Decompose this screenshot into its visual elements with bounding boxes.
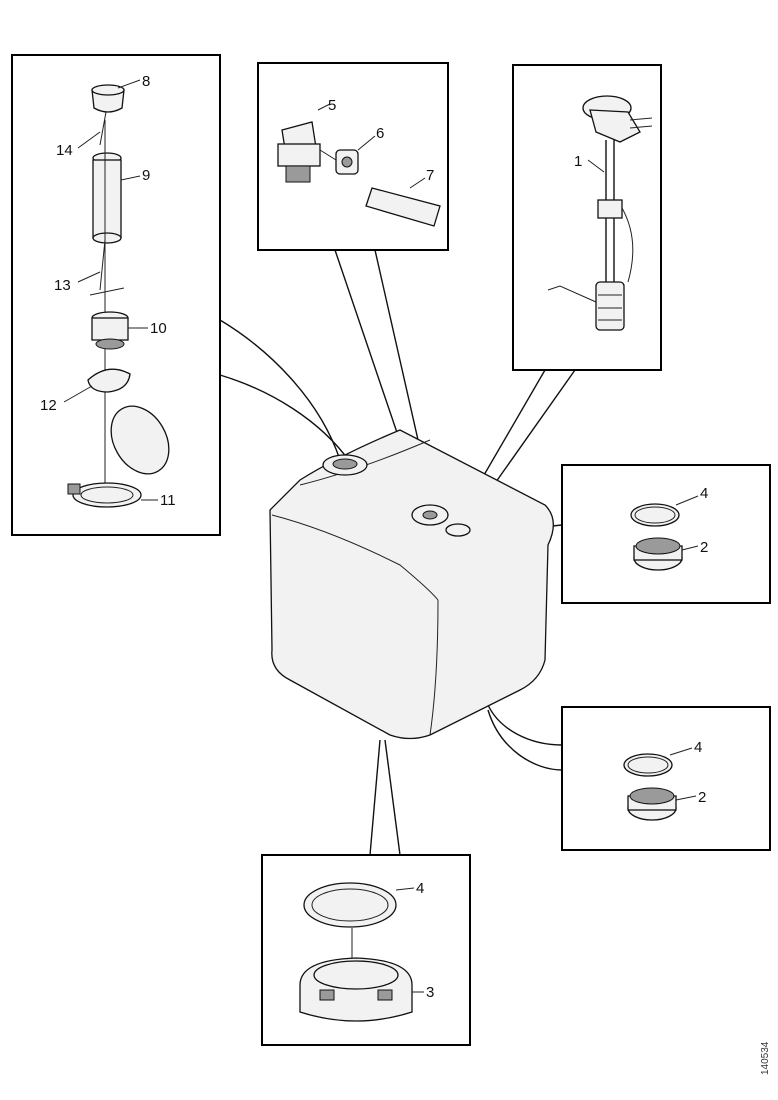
callout-10: 10 — [150, 320, 167, 337]
detail-box-vent: 5 6 7 — [257, 62, 449, 251]
callout-4a: 4 — [700, 485, 708, 502]
callout-2a: 2 — [700, 539, 708, 556]
callout-6: 6 — [376, 125, 384, 142]
callout-9: 9 — [142, 167, 150, 184]
vent-opening — [445, 523, 471, 537]
callout-5: 5 — [328, 97, 336, 114]
large-o-ring-part — [303, 882, 397, 928]
detail-box-cover: 4 3 — [261, 854, 471, 1046]
detail-box-sender: 1 — [512, 64, 662, 371]
o-ring-part — [623, 753, 673, 777]
filler-tube-part — [92, 159, 122, 239]
fuel-tank — [269, 429, 554, 740]
callout-13: 13 — [54, 277, 71, 294]
callout-11: 11 — [160, 492, 176, 509]
callout-2b: 2 — [698, 789, 706, 806]
callout-3: 3 — [426, 984, 434, 1001]
callout-8: 8 — [142, 73, 150, 90]
filler-cap-part — [91, 89, 125, 113]
callout-12: 12 — [40, 397, 57, 414]
o-ring-part — [630, 503, 680, 527]
callout-4c: 4 — [416, 880, 424, 897]
callout-7: 7 — [426, 167, 434, 184]
callout-14: 14 — [56, 142, 73, 159]
callout-1: 1 — [574, 153, 582, 170]
vent-hose-part — [365, 187, 441, 227]
detail-box-filler: 8 14 9 13 10 12 11 — [11, 54, 221, 536]
callout-4b: 4 — [694, 739, 702, 756]
leader-lines — [219, 249, 576, 856]
filler-fitting-part — [91, 317, 129, 341]
detail-box-drain-lower: 4 2 — [561, 706, 771, 851]
hose-part — [110, 405, 170, 475]
detail-box-drain-upper: 4 2 — [561, 464, 771, 604]
reference-number: 140534 — [760, 1041, 771, 1075]
gasket-part — [87, 368, 131, 393]
